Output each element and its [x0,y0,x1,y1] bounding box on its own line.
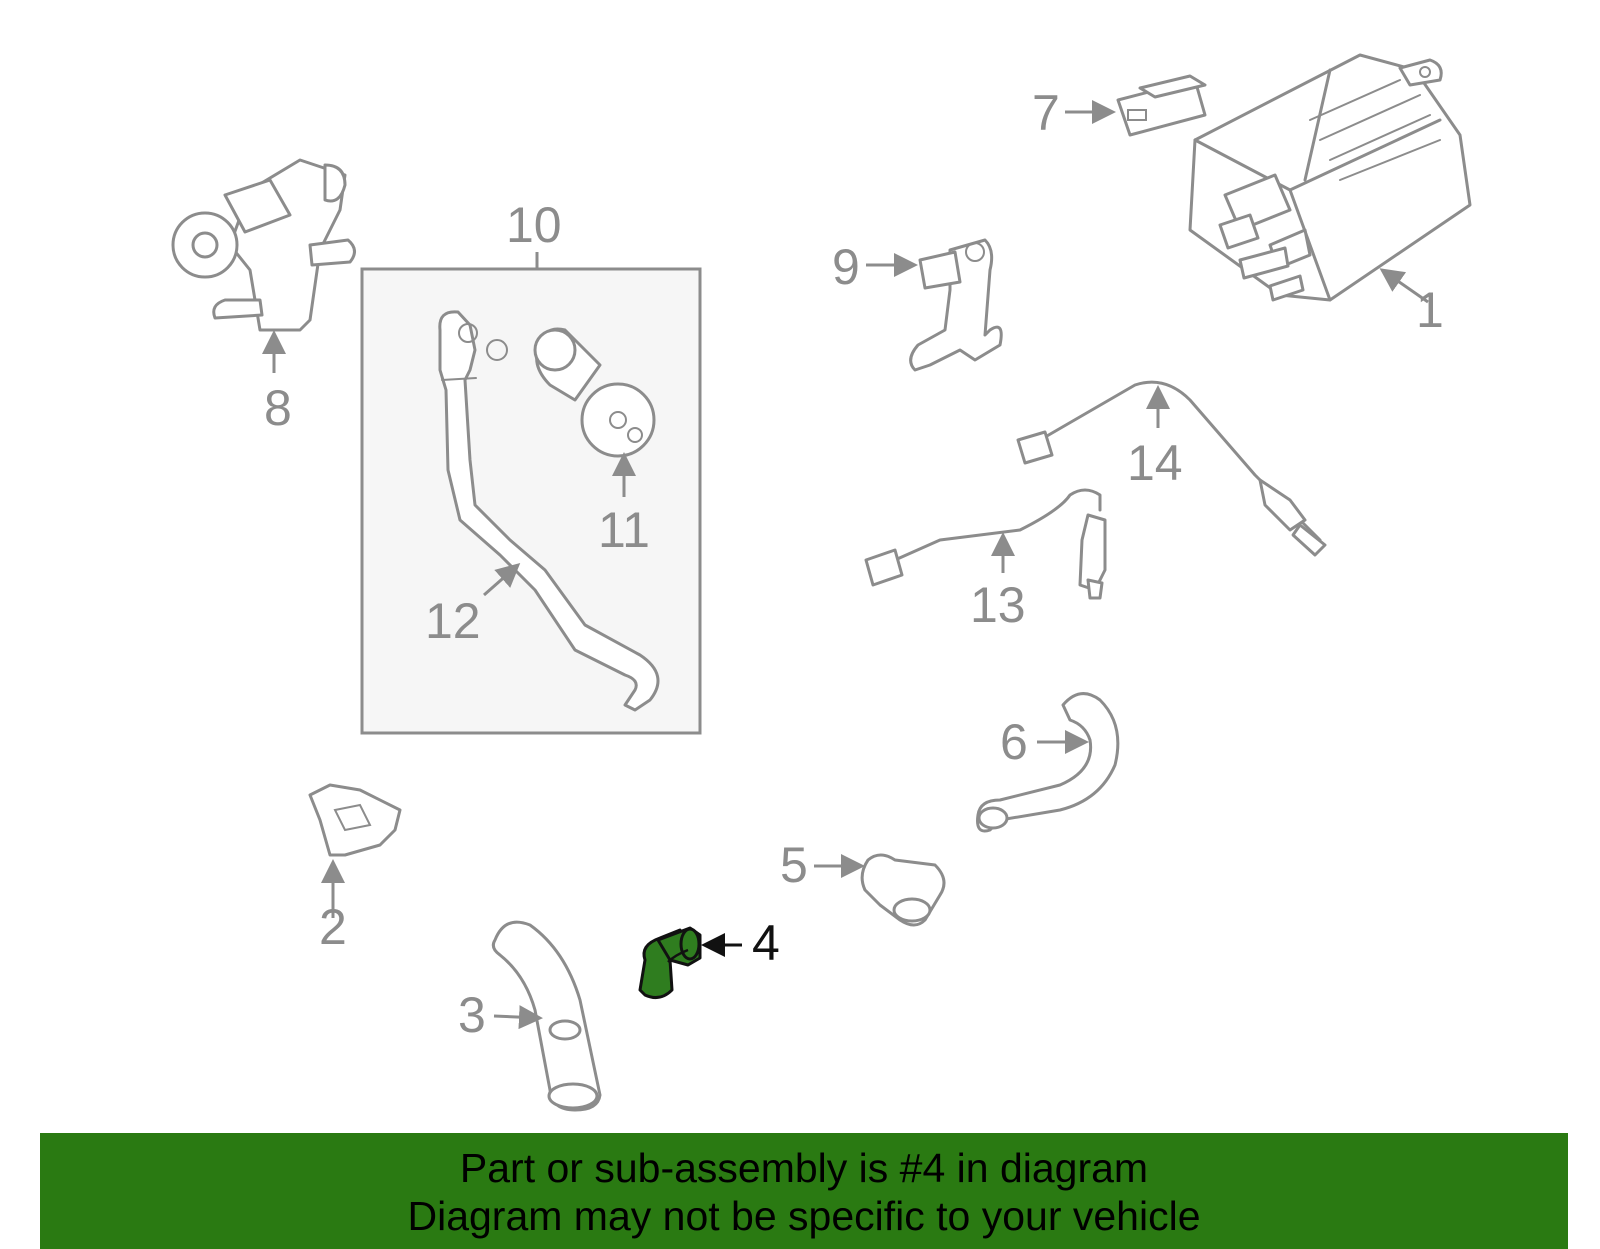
callout-12: 12 [425,593,481,649]
part-4-fitting [638,926,702,1000]
info-banner: Part or sub-assembly is #4 in diagram Di… [40,1133,1568,1249]
leader-lines [262,100,1429,1030]
part-5-tee [860,853,946,927]
callout-10: 10 [506,197,562,253]
part-2-bracket [308,783,402,857]
callout-2: 2 [319,899,347,955]
part-6-hose [976,692,1120,833]
banner-line-disclaimer: Diagram may not be specific to your vehi… [407,1193,1201,1239]
callout-4: 4 [752,915,780,971]
callout-14: 14 [1127,435,1183,491]
callout-9: 9 [832,239,860,295]
part-9-sensor [909,238,1003,372]
banner-line-part: Part or sub-assembly is #4 in diagram [459,1145,1149,1191]
callout-8: 8 [264,380,292,436]
part-14-o2-sensor [1016,380,1327,557]
callout-6: 6 [1000,714,1028,770]
callout-5: 5 [780,837,808,893]
part-1-canister [1188,53,1472,302]
part-3-hose [491,920,602,1112]
part-10-kit-frame [360,267,702,735]
part-12-hose [438,310,660,712]
callout-1: 1 [1416,282,1444,338]
callout-7: 7 [1032,85,1060,141]
callout-11: 11 [598,502,650,558]
part-13-o2-sensor [864,488,1107,600]
part-11-valve [533,327,656,458]
part-7-connector [1116,74,1207,137]
callout-3: 3 [458,987,486,1043]
callout-13: 13 [970,577,1026,633]
part-8-valve [171,158,356,332]
